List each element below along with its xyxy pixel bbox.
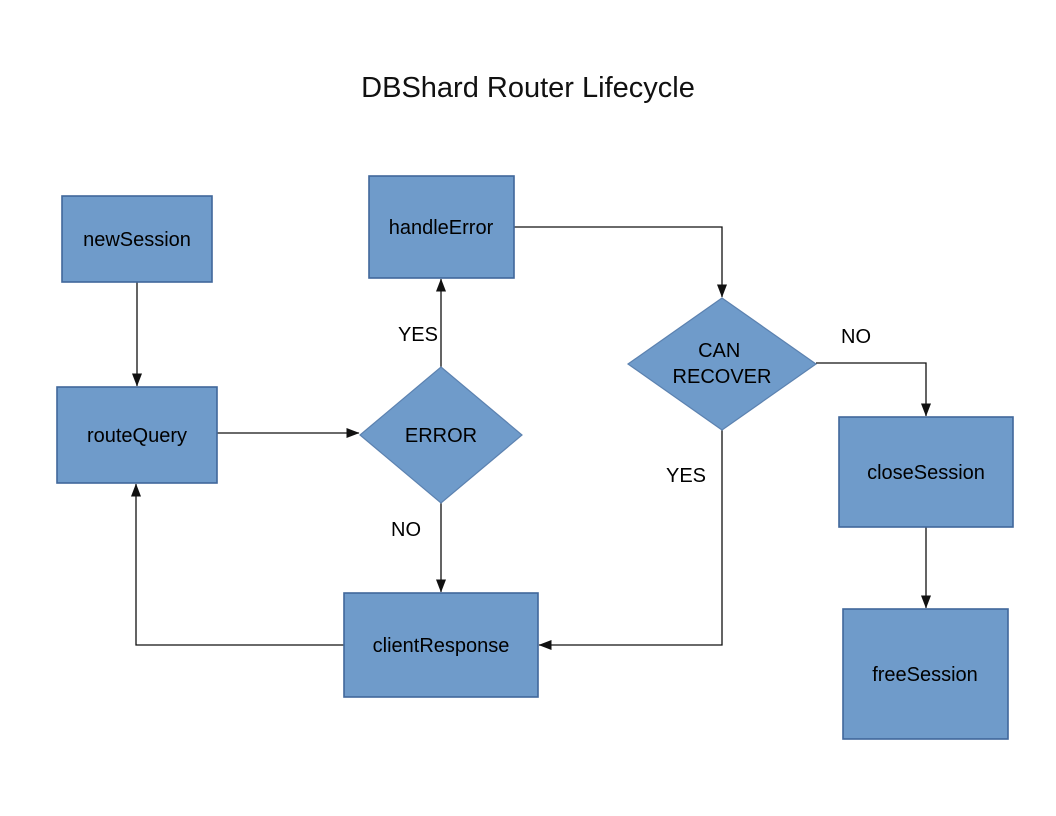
node-clientresponse-box — [343, 592, 539, 698]
node-handleerror-label: handleError — [389, 217, 494, 239]
node-canrecover-label: CAN RECOVER — [673, 340, 772, 388]
node-closesession-label: closeSession — [867, 462, 985, 484]
edge-label-canrecover-yes: YES — [666, 465, 706, 487]
edge-label-canrecover-no: NO — [841, 326, 871, 348]
node-newsession: newSession — [61, 195, 213, 283]
edge-canrecover-to-closesession — [816, 362, 931, 417]
node-freesession-label: freeSession — [872, 664, 978, 686]
node-canrecover: CAN RECOVER — [626, 297, 818, 431]
edge-handleerror-to-canrecover — [514, 226, 727, 298]
node-closesession-box — [838, 416, 1014, 528]
node-handleerror: handleError — [368, 175, 515, 279]
node-error-label: ERROR — [405, 425, 477, 447]
node-handleerror-box — [368, 175, 515, 279]
node-freesession-box — [842, 608, 1009, 740]
diagram-title: DBShard Router Lifecycle — [361, 72, 695, 104]
node-clientresponse: clientResponse — [343, 592, 539, 698]
node-routequery: routeQuery — [56, 386, 218, 484]
edge-clientresponse-to-routequery — [131, 483, 344, 646]
node-routequery-label: routeQuery — [87, 425, 187, 447]
node-freesession: freeSession — [842, 608, 1009, 740]
node-newsession-label: newSession — [83, 229, 191, 251]
node-newsession-box — [61, 195, 213, 283]
node-closesession: closeSession — [838, 416, 1014, 528]
node-clientresponse-label: clientResponse — [373, 635, 510, 657]
node-canrecover-label-line2: RECOVER — [673, 366, 772, 388]
node-canrecover-label-line1: CAN — [698, 340, 740, 362]
node-routequery-box — [56, 386, 218, 484]
node-canrecover-diamond — [626, 297, 818, 431]
node-error: ERROR — [359, 366, 523, 504]
edge-canrecover-to-clientresponse — [538, 430, 723, 650]
edge-label-error-no: NO — [391, 519, 421, 541]
edge-label-error-yes: YES — [398, 324, 438, 346]
node-error-diamond — [359, 366, 523, 504]
